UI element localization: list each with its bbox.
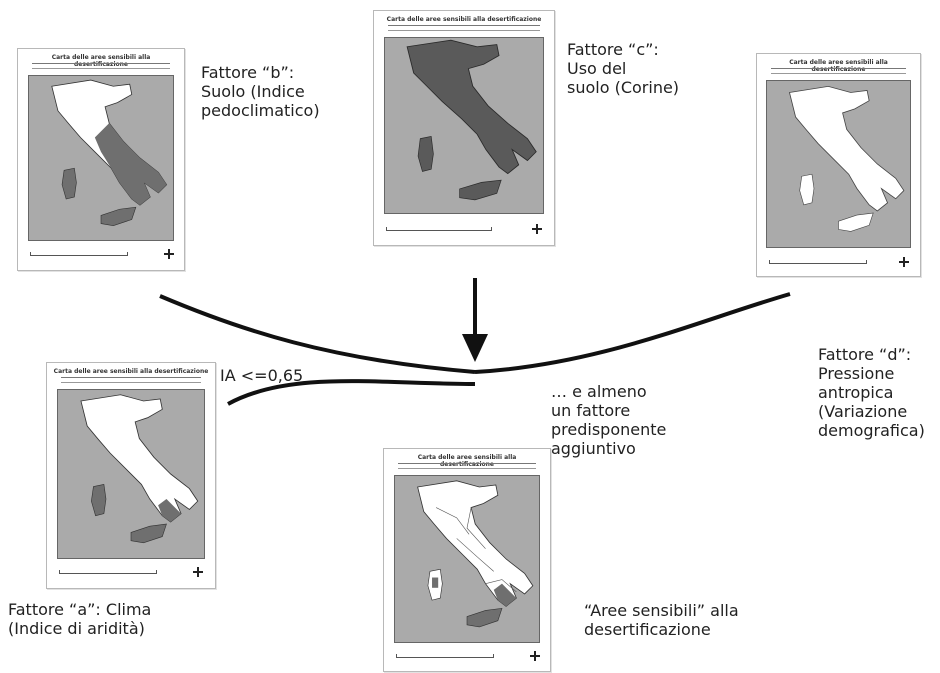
label-factor-c: Fattore “c”: Uso del suolo (Corine) (567, 40, 680, 97)
scale-bar (769, 260, 867, 264)
north-arrow-icon (899, 257, 909, 267)
map-card-title: Carta delle aree sensibili alla desertif… (53, 368, 209, 375)
map-card-subtitle-bar (388, 25, 540, 31)
italy-map-icon (788, 85, 905, 232)
map-card-subtitle-bar (771, 68, 906, 74)
map-card-factor-c: Carta delle aree sensibili alla desertif… (373, 10, 555, 246)
italy-map-icon (51, 79, 168, 226)
italy-map-icon (417, 480, 534, 628)
label-factor-b: Fattore “b”: Suolo (Indice pedoclimatico… (201, 63, 320, 120)
label-result: “Aree sensibili” alla desertificazione (584, 601, 739, 639)
italy-map-icon (80, 394, 199, 544)
curve-factor-a (227, 379, 476, 406)
map-area (384, 37, 544, 214)
label-factor-d: Fattore “d”: Pressione antropica (Variaz… (818, 345, 925, 440)
map-card-factor-d: Carta delle aree sensibili alla desertif… (756, 53, 921, 277)
scale-bar (30, 252, 128, 256)
arrow-head (462, 334, 488, 362)
map-area (766, 80, 911, 248)
north-arrow-icon (164, 249, 174, 259)
map-card-title: Carta delle aree sensibili alla desertif… (51, 54, 151, 68)
curve-factor-d (474, 292, 791, 374)
label-factor-a: Fattore “a”: Clima (Indice di aridità) (8, 600, 152, 638)
map-area (28, 75, 174, 241)
label-additional-factor: … e almeno un fattore predisponente aggi… (551, 382, 667, 458)
label-threshold: IA <=0,65 (220, 366, 304, 385)
map-card-subtitle-bar (398, 463, 536, 469)
curve-factor-b (159, 294, 476, 374)
map-card-factor-b: Carta delle aree sensibili alla desertif… (17, 48, 185, 271)
italy-map-icon (406, 39, 537, 201)
scale-bar (59, 570, 157, 574)
map-card-title: Carta delle aree sensibili alla desertif… (789, 59, 888, 73)
map-area (57, 389, 205, 559)
north-arrow-icon (193, 567, 203, 577)
map-card-subtitle-bar (61, 377, 201, 383)
north-arrow-icon (530, 651, 540, 661)
map-card-title: Carta delle aree sensibili alla desertif… (417, 454, 517, 468)
map-card-result: Carta delle aree sensibili alla desertif… (383, 448, 551, 672)
map-card-subtitle-bar (32, 63, 170, 69)
map-card-factor-a: Carta delle aree sensibili alla desertif… (46, 362, 216, 589)
north-arrow-icon (532, 224, 542, 234)
map-area (394, 475, 540, 643)
map-card-title: Carta delle aree sensibili alla desertif… (386, 16, 542, 23)
scale-bar (386, 227, 492, 231)
scale-bar (396, 654, 494, 658)
